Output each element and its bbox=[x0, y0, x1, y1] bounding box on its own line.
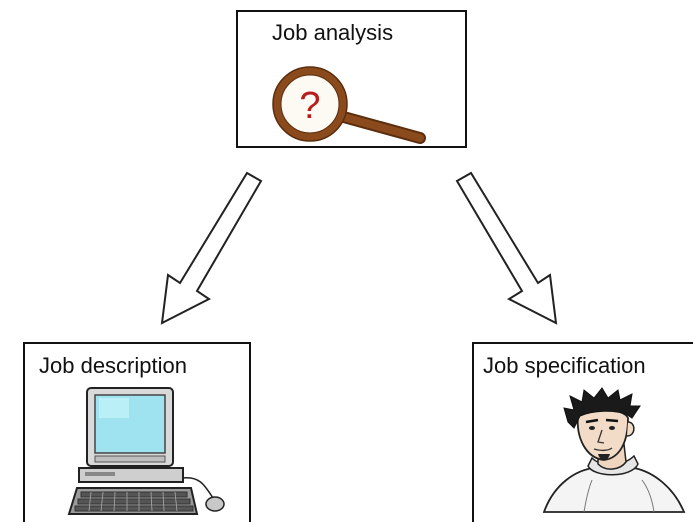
computer-icon bbox=[67, 387, 225, 515]
job-specification-label: Job specification bbox=[483, 353, 646, 378]
job-specification-box: Job specification bbox=[472, 342, 693, 522]
person-icon bbox=[542, 387, 686, 513]
question-mark: ? bbox=[299, 85, 320, 127]
magnifying-glass-question-icon: ? bbox=[272, 66, 426, 144]
arrows-layer bbox=[160, 171, 558, 325]
job-analysis-box: Job analysis ? bbox=[236, 10, 467, 148]
job-description-box: Job description bbox=[23, 342, 251, 522]
arrow-to-job-description bbox=[160, 171, 263, 325]
job-description-label: Job description bbox=[39, 353, 187, 378]
job-analysis-label: Job analysis bbox=[272, 20, 394, 45]
arrow-to-job-specification bbox=[455, 171, 558, 325]
